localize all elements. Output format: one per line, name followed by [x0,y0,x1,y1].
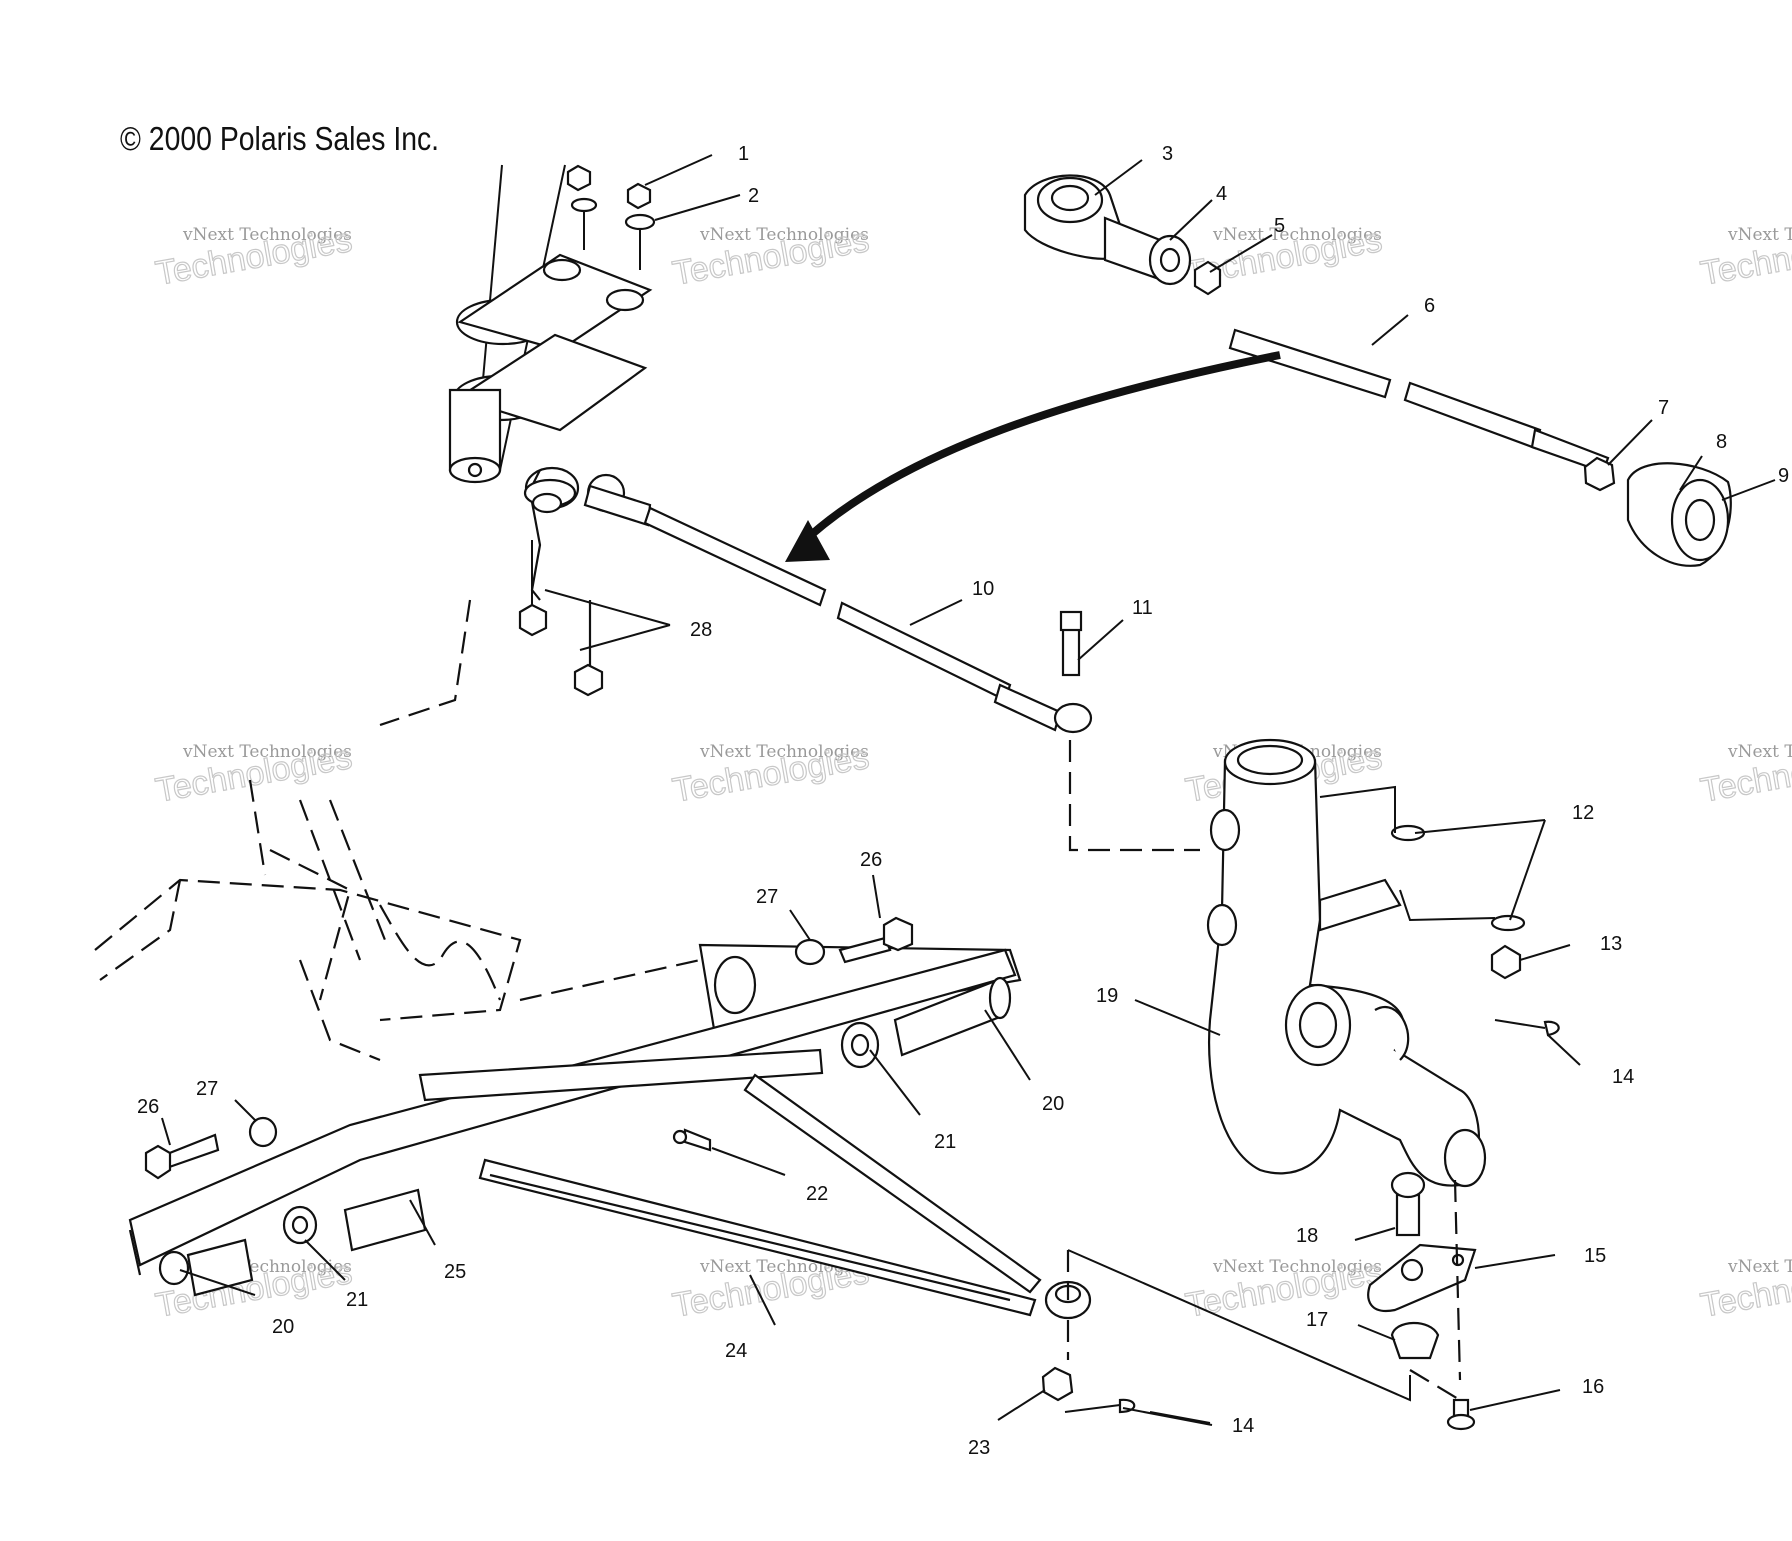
callout-label: 23 [968,1437,990,1459]
callout-label: 12 [1572,802,1594,824]
callout-label: 27 [756,886,778,908]
callout-label: 22 [806,1183,828,1205]
watermark-text: vNext Technologies [1212,1257,1382,1277]
direction-arrow [785,351,1281,562]
callout-label: 26 [137,1096,159,1118]
callout-label: 5 [1274,215,1285,237]
callout-label: 4 [1216,183,1227,205]
pivot-hardware [144,916,1012,1180]
watermark-text: vNext Technologies [1212,225,1382,245]
watermark-group: vNext Technologies Technologies vNext Te… [152,220,1792,1325]
callout-label: 11 [1132,597,1153,619]
callout-label: 26 [860,849,882,871]
callout-labels: 1 2 3 4 5 6 7 8 9 10 11 12 13 14 14 15 1… [137,143,1789,1459]
copyright-notice: © 2000 Polaris Sales Inc. [120,120,440,157]
callout-label: 3 [1162,143,1173,165]
callout-label: 20 [272,1316,294,1338]
callout-label: 9 [1778,465,1789,487]
callout-label: 2 [748,185,759,207]
tie-rod-exploded [1023,174,1732,567]
assembly-lines [1066,740,1496,1402]
watermark-text: vNext Technologies [182,742,352,762]
callout-label: 13 [1600,933,1622,955]
bracket-hardware [1041,824,1560,1431]
leader-lines [161,154,1776,1426]
callout-label: 17 [1306,1309,1328,1331]
steering-post-assembly [448,164,656,484]
watermark-text: vNext Technologies [1727,742,1792,762]
callout-label: 6 [1424,295,1435,317]
callout-label: 25 [444,1261,466,1283]
callout-label: 21 [346,1289,368,1311]
spindle [1206,738,1487,1188]
callout-label: 14 [1612,1066,1634,1088]
callout-label: 8 [1716,431,1727,453]
callout-label: 18 [1296,1225,1318,1247]
tie-rod-assembly [518,466,1093,734]
callout-label: 7 [1658,397,1669,419]
watermark-text: vNext Technologies [1727,1257,1792,1277]
callout-label: 1 [738,143,749,165]
a-arm [128,948,1092,1320]
watermark-text: vNext Technologies [699,225,869,245]
watermark-text: vNext Technologies [1727,225,1792,245]
callout-label: 14 [1232,1415,1254,1437]
callout-label: 27 [196,1078,218,1100]
callout-label: 28 [690,619,712,641]
callout-label: 15 [1584,1245,1606,1267]
callout-label: 21 [934,1131,956,1153]
callout-label: 19 [1096,985,1118,1007]
watermark-text: vNext Technologies [182,225,352,245]
callout-label: 16 [1582,1376,1604,1398]
callout-label: 20 [1042,1093,1064,1115]
callout-label: 24 [725,1340,747,1362]
callout-label: 10 [972,578,994,600]
watermark-text: vNext Technologies [699,742,869,762]
